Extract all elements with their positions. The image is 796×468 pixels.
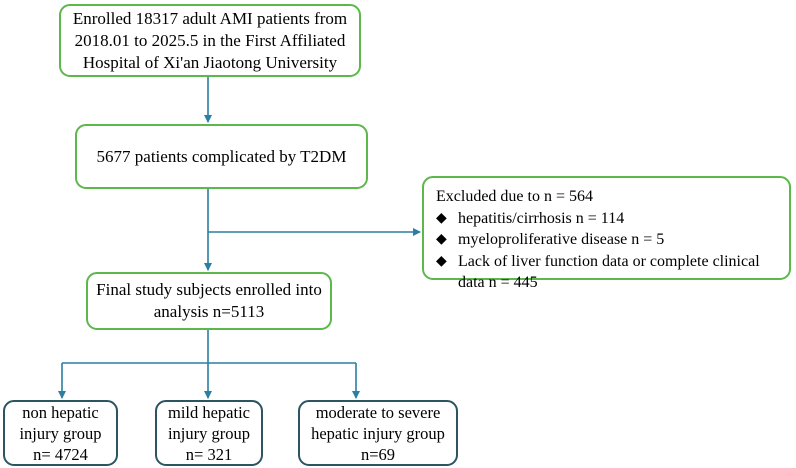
group-1-line-2: injury group	[19, 423, 102, 443]
excluded-item-1: ◆ hepatitis/cirrhosis n = 114	[436, 208, 789, 230]
enrolled-line-3: Hospital of Xi'an Jiaotong University	[82, 52, 338, 72]
enrolled-line-1: Enrolled 18317 adult AMI patients from	[72, 8, 348, 28]
diamond-bullet-icon: ◆	[436, 232, 447, 247]
excluded-item-3-continued: data n = 445	[458, 274, 538, 291]
excluded-box: Excluded due to n = 564 ◆ hepatitis/cirr…	[422, 176, 791, 291]
group-3-line-1: moderate to severe	[315, 402, 441, 422]
excluded-item-2: ◆ myeloproliferative disease n = 5	[436, 229, 789, 251]
enrolled-line-2: 2018.01 to 2025.5 in the First Affiliate…	[74, 30, 346, 50]
group-3-line-3: n=69	[360, 444, 396, 464]
group-2-line-1: mild hepatic	[167, 402, 251, 422]
excluded-item-2-text: myeloproliferative disease n = 5	[458, 231, 665, 248]
group-3-line-2: hepatic injury group	[311, 423, 445, 443]
group-2-line-3: n= 321	[185, 444, 233, 464]
group-2-line-2: injury group	[167, 423, 251, 443]
group-box-non-hepatic: non hepatic injury group n= 4724	[3, 400, 118, 466]
diamond-bullet-icon: ◆	[436, 253, 447, 269]
t2dm-text: 5677 patients complicated by T2DM	[96, 146, 347, 166]
t2dm-box: 5677 patients complicated by T2DM	[75, 124, 368, 189]
group-box-moderate-severe: moderate to severe hepatic injury group …	[298, 400, 458, 466]
group-1-line-3: n= 4724	[33, 444, 88, 464]
final-line-2: analysis n=5113	[153, 302, 265, 321]
group-box-mild-hepatic: mild hepatic injury group n= 321	[155, 400, 263, 466]
diamond-bullet-icon: ◆	[436, 210, 447, 226]
enrolled-box: Enrolled 18317 adult AMI patients from 2…	[59, 4, 361, 77]
excluded-item-3-text: Lack of liver function data or complete …	[458, 252, 760, 270]
excluded-item-3: ◆ Lack of liver function data or complet…	[436, 251, 789, 273]
excluded-item-1-text: hepatitis/cirrhosis n = 114	[458, 209, 625, 227]
final-box: Final study subjects enrolled into analy…	[86, 272, 332, 330]
final-line-1: Final study subjects enrolled into	[96, 280, 322, 299]
group-1-line-1: non hepatic	[22, 402, 99, 422]
excluded-title: Excluded due to n = 564	[436, 188, 593, 205]
